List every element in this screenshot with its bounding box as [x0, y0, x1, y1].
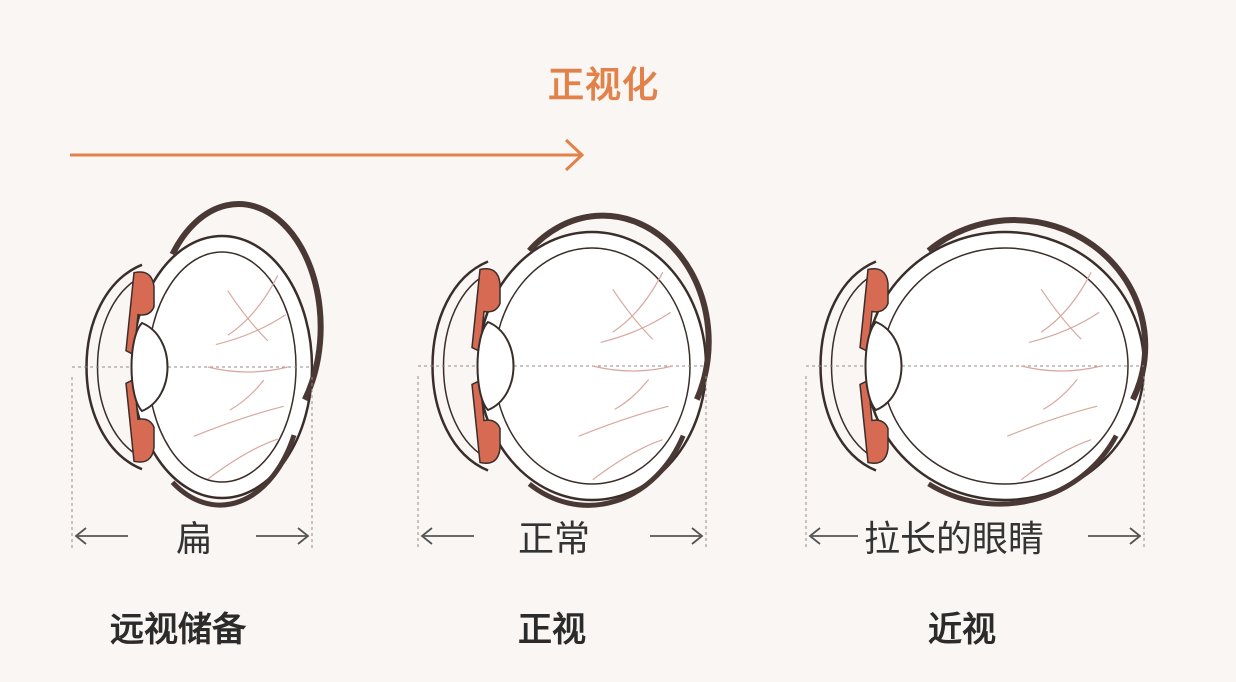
emmetropization-title: 正视化 [548, 65, 660, 106]
retinal-vessel [229, 379, 265, 411]
eye-hyperopia-reserve [71, 201, 324, 550]
width-arrowhead-right [691, 527, 704, 545]
retinal-vessel [600, 311, 672, 343]
width-label-normal: 正常 [512, 518, 597, 562]
retinal-vessel [1040, 271, 1092, 333]
retinal-vessel [592, 439, 663, 481]
ciliary-body-lower [125, 378, 155, 463]
caption-myopia: 近视 [928, 610, 996, 650]
width-arrowhead-right [297, 527, 310, 545]
retinal-vessel [612, 288, 654, 340]
eye-emmetropia [417, 212, 712, 550]
caption-emmetropia: 正视 [518, 610, 586, 650]
choroid-band-lower [170, 434, 297, 508]
retinal-vessel [612, 271, 664, 333]
retinal-vessel [1006, 405, 1098, 437]
retinal-vessel [207, 366, 288, 373]
ciliary-body-lower [859, 379, 889, 464]
eye-myopia [805, 217, 1149, 550]
ciliary-body-upper [125, 271, 155, 356]
choroid-band [169, 201, 324, 402]
width-label-elongated: 拉长的眼睛 [858, 518, 1051, 562]
retinal-vessel [1029, 311, 1100, 343]
retinal-vessel [1040, 288, 1082, 340]
retinal-vessel [1020, 439, 1092, 481]
caption-hyperopia-reserve: 远视储备 [110, 610, 246, 650]
retinal-vessel [227, 290, 269, 342]
retinal-vessel [578, 405, 669, 437]
choroid-band [926, 217, 1149, 401]
retinal-vessel [215, 314, 287, 346]
width-arrowhead-right [1129, 527, 1142, 545]
choroid-band [527, 212, 712, 401]
choroid-band-lower [927, 434, 1119, 507]
retinal-vessel [227, 275, 279, 336]
width-arrowhead-left [808, 527, 821, 545]
width-arrowhead-left [420, 527, 433, 545]
lens [476, 320, 515, 412]
ciliary-body-upper [859, 268, 889, 353]
retinal-vessel [193, 405, 284, 437]
width-label-flat: 扁 [170, 518, 219, 562]
ciliary-body-lower [471, 379, 501, 464]
lens [130, 321, 169, 413]
retinal-vessel [614, 379, 650, 410]
retinal-vessel [1042, 379, 1078, 410]
lens [864, 320, 903, 412]
retinal-vessel [592, 365, 673, 372]
progression-arrow [70, 138, 585, 172]
retinal-vessel [207, 438, 278, 480]
choroid-band-lower [527, 434, 686, 508]
width-arrowhead-left [74, 527, 87, 545]
retinal-vessel [1021, 365, 1102, 372]
ciliary-body-upper [471, 268, 501, 353]
